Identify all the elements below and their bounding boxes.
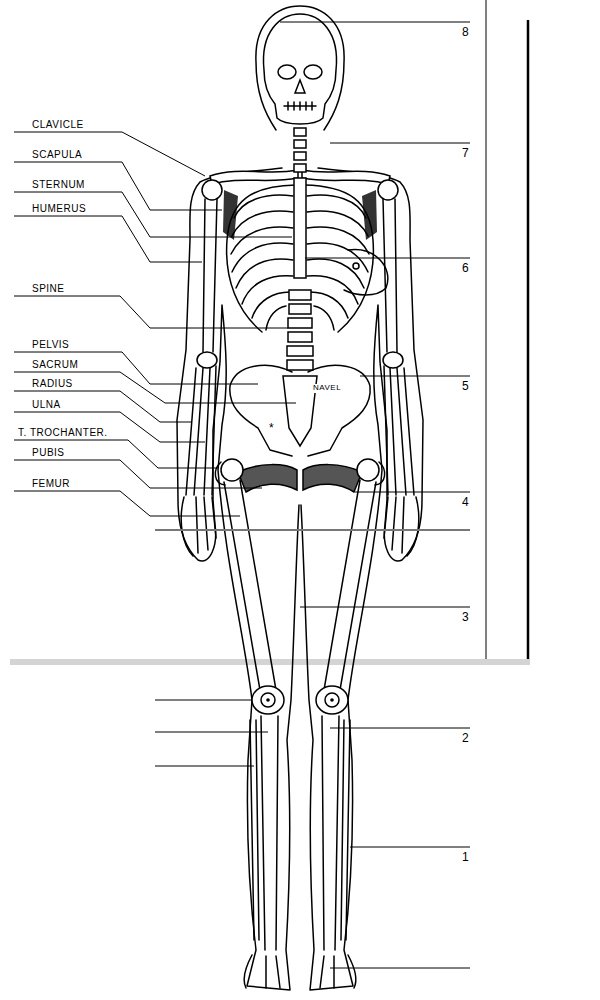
part-label: ULNA	[32, 399, 61, 410]
vertebra	[294, 152, 306, 160]
vertebra	[294, 128, 306, 136]
leader-line	[14, 162, 222, 210]
part-label: SCAPULA	[32, 149, 82, 160]
leader-line	[155, 732, 268, 733]
body-outline	[177, 168, 299, 990]
level-line	[350, 847, 470, 848]
part-label: PUBIS	[32, 447, 65, 458]
level-line	[280, 22, 470, 23]
frame-line	[486, 0, 487, 660]
part-label: T. TROCHANTER.	[18, 427, 108, 438]
level-line	[300, 607, 470, 608]
nasal-cavity	[295, 80, 305, 93]
leader-line	[14, 460, 262, 488]
patella-dot	[266, 698, 270, 702]
leader-line	[14, 440, 218, 468]
callout-number: 1	[462, 851, 469, 864]
head-outline	[256, 6, 344, 130]
part-label: SPINE	[32, 283, 65, 294]
skull	[263, 14, 336, 124]
leader-line	[14, 412, 205, 442]
vertebra	[289, 304, 311, 314]
vertebra	[294, 140, 306, 148]
sternum-bone	[294, 178, 306, 278]
level-line	[330, 968, 470, 969]
tibia-bone	[261, 716, 278, 950]
leader-line	[155, 766, 254, 767]
level-line	[330, 143, 470, 144]
hand-bones	[181, 497, 216, 556]
level-line	[330, 728, 470, 729]
vertebra	[287, 346, 313, 356]
rib	[252, 292, 290, 318]
level-line	[155, 529, 470, 531]
knee-joint	[252, 686, 284, 714]
rib	[236, 259, 293, 288]
foot-bones	[244, 955, 280, 988]
callout-number: 6	[462, 262, 469, 275]
level-line	[360, 376, 470, 377]
part-label: FEMUR	[32, 478, 70, 489]
part-label: PELVIS	[32, 339, 69, 350]
callout-number: 4	[462, 496, 469, 509]
leader-line	[14, 132, 205, 176]
callout-number: 8	[462, 26, 469, 39]
femur-bone	[224, 480, 276, 690]
humerus-head	[202, 180, 222, 200]
callout-number: 7	[462, 147, 469, 160]
vertebra	[294, 164, 306, 172]
leader-lines	[14, 132, 296, 766]
callout-number: 5	[462, 380, 469, 393]
rib-cage	[227, 185, 296, 332]
teeth	[284, 102, 316, 110]
eye-socket	[304, 65, 322, 79]
elbow-joint	[197, 352, 217, 368]
level-line	[355, 492, 470, 493]
rib	[266, 306, 286, 330]
leader-line	[155, 700, 252, 701]
leader-line	[14, 372, 296, 403]
rib	[232, 211, 293, 236]
grey-band	[10, 659, 530, 665]
part-label: CLAVICLE	[32, 119, 84, 130]
rib	[231, 227, 293, 254]
eye-socket	[278, 65, 296, 79]
vertebra	[288, 318, 312, 328]
rib	[234, 195, 293, 218]
part-label: HUMERUS	[32, 203, 86, 214]
part-label: STERNUM	[32, 179, 85, 190]
femur-head	[221, 459, 243, 481]
fibula-bone	[250, 720, 259, 940]
frame-line	[527, 20, 530, 660]
figure-half	[177, 168, 299, 990]
figure-half	[301, 168, 423, 990]
callout-number: 3	[462, 611, 469, 624]
leader-line	[14, 216, 202, 262]
patella	[261, 693, 275, 707]
rib	[232, 243, 293, 272]
level-lines	[155, 22, 470, 968]
level-line	[305, 258, 470, 259]
star-mark: *	[268, 422, 275, 435]
humerus-bone	[203, 199, 217, 352]
ulna-bone	[204, 366, 216, 495]
vertebra	[289, 290, 311, 300]
navel-label: NAVEL	[312, 384, 342, 393]
rib	[242, 276, 293, 304]
nipple-mark	[353, 263, 359, 269]
part-label: SACRUM	[32, 359, 78, 370]
vertebra	[287, 360, 313, 370]
leader-line	[14, 296, 288, 328]
leader-line	[14, 491, 240, 516]
leader-line	[14, 391, 192, 422]
part-label: RADIUS	[32, 378, 73, 389]
radius-bone	[186, 368, 203, 495]
vertebra	[288, 332, 312, 342]
callout-number: 2	[462, 732, 469, 745]
breast-outline	[344, 250, 388, 295]
clavicle-bone	[210, 170, 298, 184]
leader-line	[14, 192, 292, 237]
